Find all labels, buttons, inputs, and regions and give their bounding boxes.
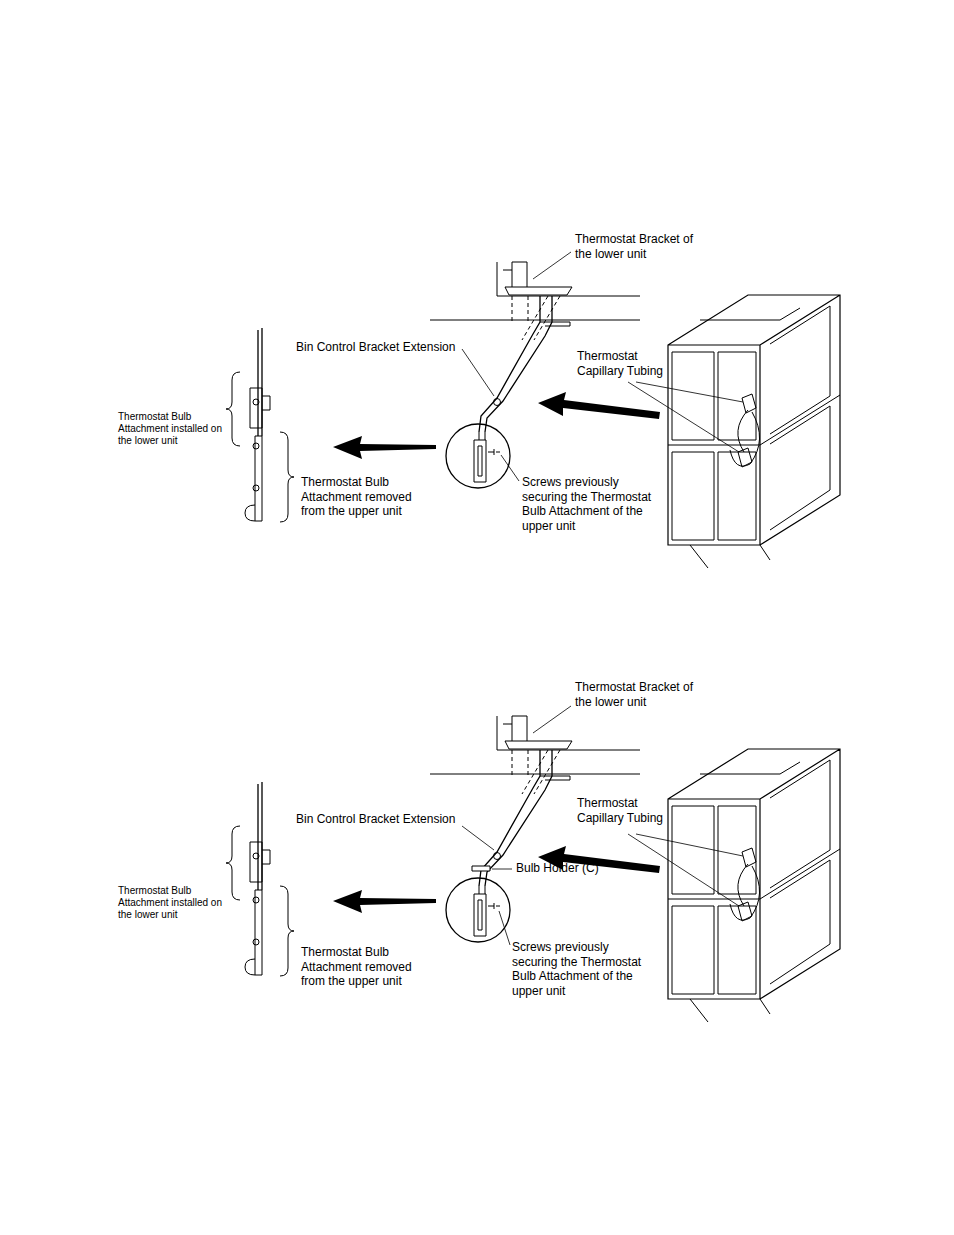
callout-label: Thermostat Bracket of the lower unit: [575, 232, 700, 261]
callout-label: Bulb Holder (C): [516, 861, 626, 876]
callout-label: Bin Control Bracket Extension: [296, 812, 476, 827]
callout-label: Bin Control Bracket Extension: [296, 340, 476, 355]
bulb-holder: [472, 866, 490, 871]
callout-label: Thermostat Capillary Tubing: [577, 349, 677, 378]
callout-label: Screws previously securing the Thermosta…: [512, 940, 652, 999]
leader-lines: [462, 252, 743, 945]
figure-upper: [226, 262, 840, 568]
callout-label: Thermostat Bulb Attachment removed from …: [301, 945, 426, 989]
callout-label: Thermostat Capillary Tubing: [577, 796, 677, 825]
callout-label: Thermostat Bulb Attachment installed on …: [118, 411, 224, 448]
callout-label: Thermostat Bracket of the lower unit: [575, 680, 700, 709]
figure-lower: [226, 716, 840, 1022]
callout-label: Thermostat Bulb Attachment removed from …: [301, 475, 426, 519]
callout-label: Screws previously securing the Thermosta…: [522, 475, 662, 534]
callout-label: Thermostat Bulb Attachment installed on …: [118, 885, 224, 922]
